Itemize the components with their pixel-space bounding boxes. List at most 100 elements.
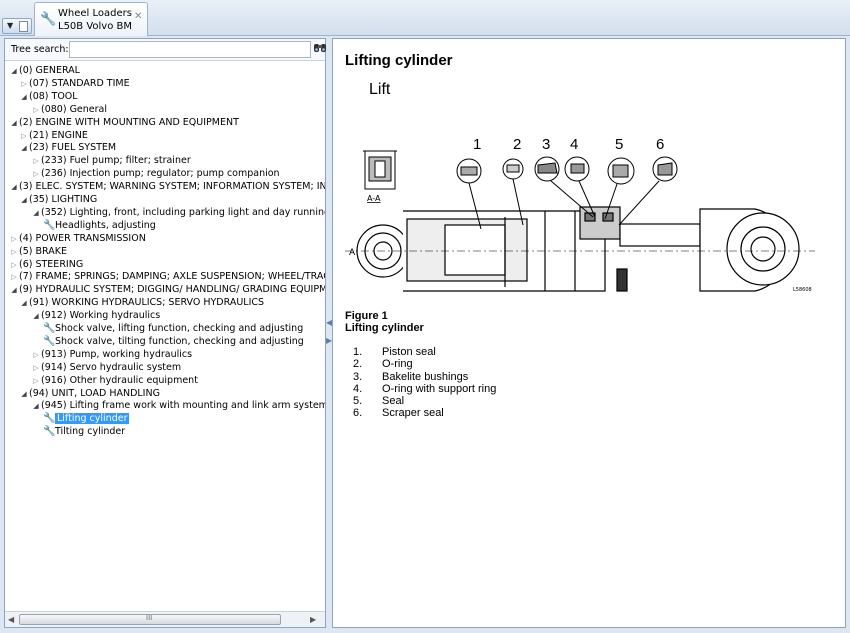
tree-node[interactable]: 🔧Tilting cylinder xyxy=(43,425,125,438)
tree-node[interactable]: ▷(914) Servo hydraulic system xyxy=(31,361,181,374)
tree-node[interactable]: ◢(912) Working hydraulics xyxy=(31,309,160,322)
binoculars-icon[interactable] xyxy=(313,41,327,56)
expanded-triangle-icon[interactable]: ◢ xyxy=(33,208,39,217)
collapsed-triangle-icon[interactable]: ▷ xyxy=(33,105,39,114)
callout-6: 6 xyxy=(656,136,664,153)
part-number: 6. xyxy=(353,407,363,420)
expanded-triangle-icon[interactable]: ◢ xyxy=(21,196,27,204)
tree-node[interactable]: ▷(913) Pump, working hydraulics xyxy=(31,348,192,361)
tree-node-label: (3) ELEC. SYSTEM; WARNING SYSTEM; INFORM… xyxy=(19,181,325,193)
expanded-triangle-icon[interactable]: ◢ xyxy=(21,92,27,101)
tree-node-label: Shock valve, tilting function, checking … xyxy=(55,335,304,347)
collapsed-triangle-icon[interactable]: ▷ xyxy=(33,350,39,359)
tree-node[interactable]: ◢(23) FUEL SYSTEM xyxy=(19,141,116,154)
part-item: 1.Piston seal xyxy=(353,346,496,358)
tree-node[interactable]: ▷(080) General xyxy=(31,103,107,116)
tree-node-label: (08) TOOL xyxy=(29,90,78,102)
section-inset xyxy=(363,150,397,190)
expanded-triangle-icon[interactable]: ◢ xyxy=(11,118,17,127)
tree-node[interactable]: ▷(236) Injection pump; regulator; pump c… xyxy=(31,167,279,180)
tab-menu-button[interactable]: ▼ xyxy=(2,18,32,34)
tree-node[interactable]: ◢(0) GENERAL xyxy=(9,64,80,77)
tree-node[interactable]: ▷(07) STANDARD TIME xyxy=(19,77,129,90)
collapsed-triangle-icon[interactable]: ▷ xyxy=(21,79,27,88)
tree-node-label: (352) Lighting, front, including parking… xyxy=(41,206,325,218)
tab-strip: ▼ 🔧 Wheel Loaders L50B Volvo BM ✕ xyxy=(0,0,850,36)
expanded-triangle-icon[interactable]: ◢ xyxy=(33,312,39,321)
tree-node[interactable]: ◢(08) TOOL xyxy=(19,90,78,103)
expanded-triangle-icon[interactable]: ◢ xyxy=(11,286,17,295)
tree-node-label: (2) ENGINE WITH MOUNTING AND EQUIPMENT xyxy=(19,116,239,128)
expanded-triangle-icon[interactable]: ◢ xyxy=(11,67,17,75)
tree-node[interactable]: ◢(35) LIGHTING xyxy=(19,193,97,206)
lifting-cylinder-diagram: A-A xyxy=(345,136,815,293)
scroll-left-icon[interactable]: ◀ xyxy=(8,615,15,624)
tree-node[interactable]: ▷(6) STEERING xyxy=(9,258,83,271)
tree-node[interactable]: ◢(94) UNIT, LOAD HANDLING xyxy=(19,387,160,400)
tree-node-label: (912) Working hydraulics xyxy=(41,310,161,322)
close-icon[interactable]: ✕ xyxy=(134,11,143,22)
tree-node[interactable]: ◢(91) WORKING HYDRAULICS; SERVO HYDRAULI… xyxy=(19,296,264,309)
collapse-left-icon[interactable]: ◀ xyxy=(326,318,333,327)
tree-node-label: (23) FUEL SYSTEM xyxy=(29,142,117,154)
collapsed-triangle-icon[interactable]: ▷ xyxy=(33,157,39,166)
section-label: A-A xyxy=(367,194,381,203)
callout-3: 3 xyxy=(542,136,550,153)
tree-node[interactable]: ▷(5) BRAKE xyxy=(9,245,67,258)
collapsed-triangle-icon[interactable]: ▷ xyxy=(33,170,39,179)
collapsed-triangle-icon[interactable]: ▷ xyxy=(33,376,39,385)
tree-node-label: (916) Other hydraulic equipment xyxy=(41,374,198,386)
document-subtitle: Lift xyxy=(369,81,391,98)
tree-node[interactable]: 🔧Lifting cylinder xyxy=(43,412,130,425)
tree-node-label: (35) LIGHTING xyxy=(29,194,98,205)
tree-node[interactable]: 🔧Headlights, adjusting xyxy=(43,219,156,232)
wrench-icon: 🔧 xyxy=(43,335,56,347)
tree-node-label: (0) GENERAL xyxy=(19,65,80,76)
collapsed-triangle-icon[interactable]: ▷ xyxy=(11,247,17,256)
expand-right-icon[interactable]: ▶ xyxy=(326,336,333,345)
tree-node[interactable]: 🔧Shock valve, tilting function, checking… xyxy=(43,335,304,348)
expanded-triangle-icon[interactable]: ◢ xyxy=(21,299,27,308)
part-number: 1. xyxy=(353,346,363,358)
callout-5: 5 xyxy=(615,136,623,153)
pane-splitter[interactable]: ◀ ▶ xyxy=(326,38,332,628)
tab-wheel-loaders[interactable]: 🔧 Wheel Loaders L50B Volvo BM ✕ xyxy=(34,2,148,36)
scrollbar-thumb[interactable]: III xyxy=(19,614,281,625)
tree-pane: Tree search: ◢(0) GENERAL▷(07) STANDARD … xyxy=(4,38,326,628)
callout-2: 2 xyxy=(513,136,521,153)
part-number: 4. xyxy=(353,382,363,395)
tree-node[interactable]: ◢(352) Lighting, front, including parkin… xyxy=(31,206,325,219)
tree-node-label: (233) Fuel pump; filter; strainer xyxy=(41,155,191,167)
tree-node-label: (4) POWER TRANSMISSION xyxy=(19,232,146,244)
collapsed-triangle-icon[interactable]: ▷ xyxy=(11,273,17,282)
tree-view: ◢(0) GENERAL▷(07) STANDARD TIME◢(08) TOO… xyxy=(5,63,325,611)
collapsed-triangle-icon[interactable]: ▷ xyxy=(21,131,27,140)
tree-node[interactable]: ▷(7) FRAME; SPRINGS; DAMPING; AXLE SUSPE… xyxy=(9,270,325,283)
tree-node[interactable]: ◢(945) Lifting frame work with mounting … xyxy=(31,399,325,412)
part-item: 6.Scraper seal xyxy=(353,407,496,419)
expanded-triangle-icon[interactable]: ◢ xyxy=(21,389,27,398)
scroll-right-icon[interactable]: ▶ xyxy=(310,615,317,624)
collapsed-triangle-icon[interactable]: ▷ xyxy=(11,260,17,269)
expanded-triangle-icon[interactable]: ◢ xyxy=(33,402,39,411)
tree-node-label: (080) General xyxy=(41,103,108,115)
tree-node[interactable]: 🔧Shock valve, lifting function, checking… xyxy=(43,322,303,335)
tree-node[interactable]: ◢(9) HYDRAULIC SYSTEM; DIGGING/ HANDLING… xyxy=(9,283,325,296)
tree-node[interactable]: ◢(2) ENGINE WITH MOUNTING AND EQUIPMENT xyxy=(9,116,239,129)
tree-node-label: Headlights, adjusting xyxy=(55,219,156,231)
tree-node-label: (914) Servo hydraulic system xyxy=(41,361,182,373)
collapsed-triangle-icon[interactable]: ▷ xyxy=(11,234,17,243)
tree-search-input[interactable] xyxy=(69,41,311,58)
tree-node[interactable]: ▷(4) POWER TRANSMISSION xyxy=(9,232,146,245)
collapsed-triangle-icon[interactable]: ▷ xyxy=(33,363,39,372)
tree-node[interactable]: ▷(21) ENGINE xyxy=(19,129,88,142)
part-item: 3.Bakelite bushings xyxy=(353,371,496,383)
horizontal-scrollbar[interactable]: ◀ III ▶ xyxy=(5,611,325,627)
tree-node[interactable]: ▷(233) Fuel pump; filter; strainer xyxy=(31,154,191,167)
tree-node[interactable]: ▷(916) Other hydraulic equipment xyxy=(31,374,198,387)
tree-node[interactable]: ◢(3) ELEC. SYSTEM; WARNING SYSTEM; INFOR… xyxy=(9,180,325,193)
expanded-triangle-icon[interactable]: ◢ xyxy=(11,183,17,192)
expanded-triangle-icon[interactable]: ◢ xyxy=(21,144,27,153)
document-icon xyxy=(19,21,28,32)
